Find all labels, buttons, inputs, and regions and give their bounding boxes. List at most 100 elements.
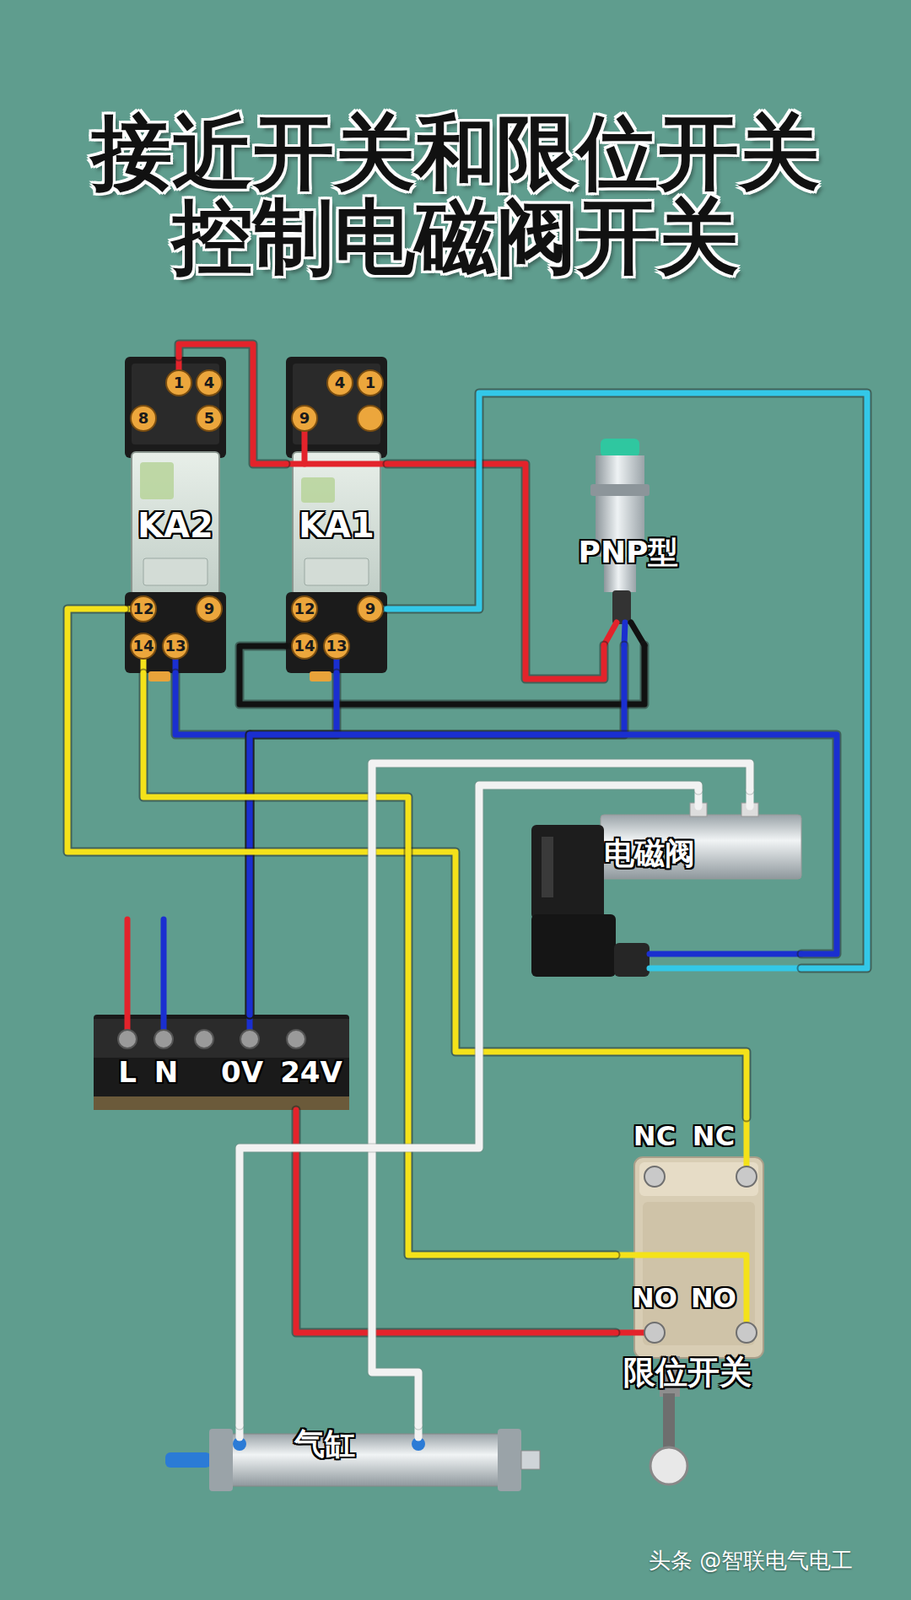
wire-stub (649, 965, 802, 972)
terminal-number: 5 (204, 409, 216, 427)
valve-gland (614, 943, 650, 977)
wire-stub (285, 461, 389, 468)
terminal-screw (357, 405, 383, 432)
terminal-number: 12 (132, 600, 154, 618)
terminal-screw (196, 405, 222, 432)
terminal-screw (118, 1029, 137, 1049)
wire-stub (743, 1117, 750, 1167)
cylinder-cap (497, 1428, 522, 1492)
wire-stub (301, 431, 308, 464)
limit-switch: NCNCNONO限位开关 (615, 1117, 777, 1397)
wire (249, 673, 337, 1015)
relay-body (131, 452, 220, 596)
relay-clip (309, 671, 332, 682)
terminal-screw (357, 596, 383, 622)
relay-coil (301, 477, 335, 503)
relay-socket (124, 356, 227, 459)
wire-outline (239, 785, 699, 1426)
device-label: 0V (221, 1056, 264, 1089)
terminal-screw (196, 370, 222, 396)
air-cylinder: 气缸 (209, 1425, 532, 1490)
device-label: NO (631, 1283, 678, 1314)
terminal-number: 14 (132, 637, 154, 655)
wire-stub (649, 951, 802, 958)
terminal-number: 13 (325, 637, 347, 655)
wire-outline (175, 673, 250, 1015)
valve-coil-plate (541, 836, 554, 898)
terminal-screw (644, 1166, 665, 1187)
relay: KA2 (124, 356, 227, 674)
wire (371, 763, 750, 1426)
terminal-number: 1 (365, 374, 377, 392)
mains-wire (161, 919, 168, 1031)
terminal-screw (240, 1029, 259, 1049)
device-label: 电磁阀 (603, 836, 696, 871)
terminal-screw (154, 1029, 173, 1049)
wire-outline (249, 673, 337, 1015)
terminal-screw (291, 596, 318, 622)
wire-core (249, 645, 625, 1015)
terminal-screw (194, 1029, 214, 1049)
terminal-screw (166, 370, 192, 396)
terminal-screw (644, 1322, 665, 1343)
wire-outline (387, 463, 604, 680)
power-terminal-strip (93, 1014, 350, 1111)
terminal-number: 9 (299, 409, 311, 427)
limit-switch-panel (642, 1202, 755, 1346)
valve-body (600, 814, 802, 879)
terminal-screw (327, 370, 353, 396)
wire-core (387, 463, 604, 680)
device-label: 24V (280, 1056, 343, 1089)
relay-socket (285, 356, 388, 459)
terminal-screw (130, 405, 157, 432)
relay-socket (285, 592, 388, 674)
power-supply: LN0V24V (93, 1014, 350, 1111)
terminal-screw (130, 596, 157, 622)
sensor-nut (590, 484, 650, 496)
power-board (93, 1096, 350, 1111)
terminal-number: 9 (365, 600, 377, 618)
power-terminal-row (93, 1018, 350, 1058)
terminal-screw (286, 1029, 306, 1049)
wire (175, 673, 250, 1015)
cylinder-rod (521, 1450, 540, 1470)
terminal-screw (323, 633, 350, 659)
wire (249, 645, 625, 1015)
mains-wire (124, 919, 131, 1031)
wire-core (249, 673, 337, 1015)
terminal-number: 8 (138, 409, 150, 427)
terminal-number: 4 (334, 374, 346, 392)
wire (239, 785, 699, 1426)
device-label: NC (633, 1121, 676, 1152)
device-label: NC (692, 1121, 735, 1152)
valve-coil (531, 824, 604, 920)
wire-core (178, 344, 286, 464)
relay-base (304, 558, 369, 586)
terminal-screw (291, 633, 318, 659)
terminal-screw (357, 370, 383, 396)
valve-plug (531, 914, 616, 977)
relay-body (292, 452, 381, 596)
title: 接近开关和限位开关 控制电磁阀开关 (33, 111, 878, 281)
wire-outline (371, 763, 750, 1426)
wire (178, 344, 286, 464)
solenoid-valve: 电磁阀 (510, 790, 802, 975)
terminal-screw (291, 405, 318, 432)
relay-base (143, 558, 208, 586)
relay-coil (140, 462, 174, 500)
cylinder-barrel (221, 1433, 508, 1487)
limit-switch-roller (650, 1447, 688, 1485)
relay-clip (148, 671, 171, 682)
wire-core (371, 763, 750, 1426)
device-label: KA2 (137, 506, 214, 545)
device-label: PNP型 (578, 535, 680, 570)
wire-outline (249, 645, 625, 1015)
terminal-screw (196, 596, 222, 622)
terminal-number: 1 (173, 374, 185, 392)
relay: KA1 (285, 356, 388, 674)
terminal-number: 13 (164, 637, 186, 655)
sensor-cable (612, 590, 631, 625)
cylinder-fitting (165, 1452, 211, 1468)
sensor-cap (600, 438, 640, 458)
